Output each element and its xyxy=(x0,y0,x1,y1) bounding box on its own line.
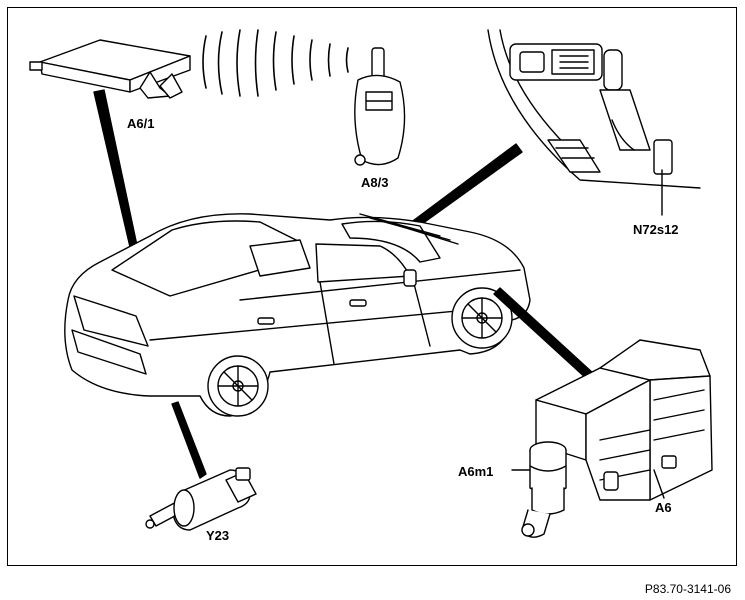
radio-waves xyxy=(202,29,349,97)
remote-key-a8-3 xyxy=(354,47,406,166)
receiver-unit-a6-1 xyxy=(29,39,191,99)
label-y23: Y23 xyxy=(206,528,230,543)
label-a6: A6 xyxy=(655,500,672,515)
pointer-a6 xyxy=(493,287,595,381)
label-n72s12: N72s12 xyxy=(633,222,679,237)
diagram-frame xyxy=(7,7,737,566)
front-wheel xyxy=(451,287,513,349)
pointer-y23 xyxy=(171,401,207,479)
combustion-air-blower-a6m1 xyxy=(521,441,567,538)
label-a6m1: A6m1 xyxy=(458,464,494,479)
stationary-heater-a6 xyxy=(535,339,713,501)
car-body xyxy=(64,213,531,417)
label-a6-1: A6/1 xyxy=(127,116,155,131)
figure-reference: P83.70-3141-06 xyxy=(644,582,731,596)
rear-wheel xyxy=(207,355,269,417)
label-a8-3: A8/3 xyxy=(361,175,389,190)
leader-a6 xyxy=(653,469,665,499)
center-console-n72s12 xyxy=(487,29,701,216)
circulation-pump-y23 xyxy=(145,467,257,531)
